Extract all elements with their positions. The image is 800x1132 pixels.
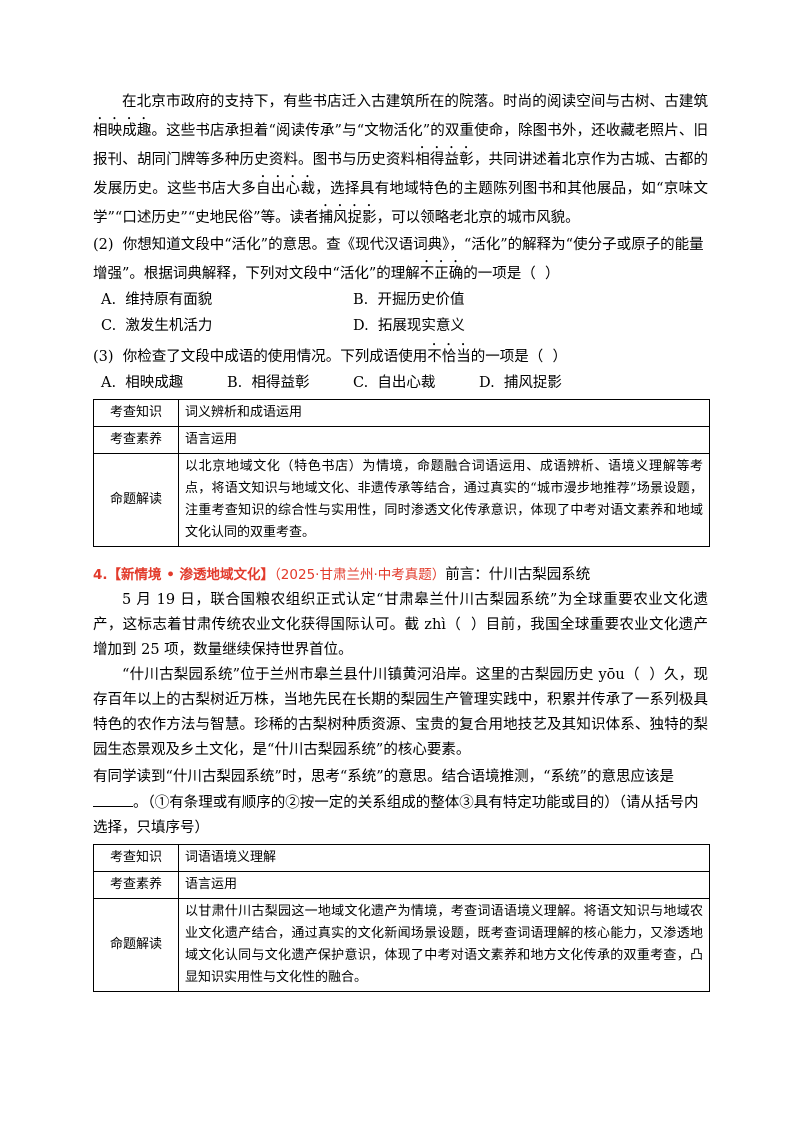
question-text: 的一项是（ ） (463, 266, 560, 282)
item-4-heading: 4.【新情境 • 渗透地域文化】（2025·甘肃兰州·中考真题）前言：什川古梨园… (93, 563, 708, 588)
item-4-question: 有同学读到“什川古梨园系统”时，思考“系统”的意思。结合语境推测，“系统”的意思… (93, 765, 708, 841)
passage-text: 在北京市政府的支持下，有些书店迁入古建筑所在的院落。时尚的阅读空间与古树、古建筑 (122, 94, 708, 110)
page-content: 在北京市政府的支持下，有些书店迁入古建筑所在的院落。时尚的阅读空间与古树、古建筑… (93, 90, 710, 992)
question-2-options: A. 维持原有面貌 B. 开掘历史价值 (93, 287, 708, 313)
item-4-paragraph-1: 5 月 19 日，联合国粮农组织正式认定“甘肃皋兰什川古梨园系统”为全球重要农业… (93, 592, 708, 658)
emphasis-text: 不正确 (419, 266, 464, 282)
question-text: 有同学读到“什川古梨园系统”时，思考“系统”的意思。结合语境推测，“系统”的意思… (93, 769, 674, 785)
question-text: 。（①有条理或有顺序的②按一定的关系组成的整体③具有特定功能或目的）（请从括号内… (93, 795, 699, 836)
table-value: 词义辨析和成语运用 (178, 399, 710, 427)
option-d[interactable]: D. 捕风捉影 (479, 375, 562, 391)
option-c[interactable]: C. 自出心裁 (353, 375, 436, 391)
option-b[interactable]: B. 相得益彰 (227, 375, 310, 391)
option-a[interactable]: A. 维持原有面貌 (101, 292, 213, 308)
question-text: (3) 你检查了文段中成语的使用情况。下列成语使用 (93, 349, 428, 365)
table-value: 词语语境义理解 (178, 844, 710, 872)
option-a[interactable]: A. 相映成趣 (101, 375, 184, 391)
passage-paragraph: 在北京市政府的支持下，有些书店迁入古建筑所在的院落。时尚的阅读空间与古树、古建筑… (93, 90, 708, 231)
option-b[interactable]: B. 开掘历史价值 (353, 292, 465, 308)
emphasis-text: 不恰当 (427, 349, 471, 365)
passage-text: ，共同讲述着北京作为古城、古都的发展历史。这些书店大多 (93, 152, 709, 197)
passage-text: 。这些书店承担着“阅读传承”与“文物活化”的双重使命，除图书外，还收藏老照片、旧… (93, 123, 708, 168)
table-key: 考查知识 (93, 399, 179, 427)
question-3-stem: (3) 你检查了文段中成语的使用情况。下列成语使用不恰当的一项是（ ） (93, 341, 708, 370)
passage-text: ，选择具有地域特色的主题陈列图书和其他展品，如“京味文学”“口述历史”“史地民俗… (93, 181, 709, 226)
table-key: 命题解读 (93, 453, 179, 547)
table-row: 命题解读 以北京地域文化（特色书店）为情境，命题融合词语运用、成语辨析、语境义理… (93, 453, 710, 547)
table-value: 以北京地域文化（特色书店）为情境，命题融合词语运用、成语辨析、语境义理解等考点，… (178, 453, 710, 547)
answer-blank[interactable] (93, 790, 133, 807)
table-row: 命题解读 以甘肃什川古梨园这一地域文化遗产为情境，考查词语语境义理解。将语文知识… (93, 898, 710, 992)
item-title: 前言：什川古梨园系统 (445, 567, 591, 583)
option-d[interactable]: D. 拓展现实意义 (353, 318, 465, 334)
table-value: 语言运用 (178, 871, 710, 899)
item-number: 4. (93, 567, 108, 583)
idiom-emphasis: 相得益彰 (415, 152, 474, 168)
table-value: 以甘肃什川古梨园这一地域文化遗产为情境，考查词语语境义理解。将语文知识与地域农业… (178, 898, 710, 992)
table-row: 考查知识 词义辨析和成语运用 (93, 399, 710, 427)
idiom-emphasis: 捕风捉影 (318, 210, 377, 226)
question-3-options: A. 相映成趣 B. 相得益彰 C. 自出心裁 D. 捕风捉影 (93, 370, 708, 396)
table-row: 考查知识 词语语境义理解 (93, 844, 710, 872)
item-source: （2025·甘肃兰州·中考真题） (274, 567, 446, 583)
analysis-table-2: 考查知识 词语语境义理解 考查素养 语言运用 命题解读 以甘肃什川古梨园这一地域… (93, 844, 710, 992)
item-tag: 【新情境 • 渗透地域文化】 (107, 567, 275, 583)
table-row: 考查素养 语言运用 (93, 426, 710, 454)
table-key: 考查素养 (93, 426, 179, 454)
table-key: 命题解读 (93, 898, 179, 992)
table-key: 考查素养 (93, 871, 179, 899)
option-c[interactable]: C. 激发生机活力 (101, 318, 213, 334)
table-value: 语言运用 (178, 426, 710, 454)
question-text: 的一项是（ ） (470, 349, 567, 365)
analysis-table-1: 考查知识 词义辨析和成语运用 考查素养 语言运用 命题解读 以北京地域文化（特色… (93, 399, 710, 547)
question-2-options-row2: C. 激发生机活力 D. 拓展现实意义 (93, 313, 708, 339)
idiom-emphasis: 自出心裁 (256, 181, 316, 197)
table-row: 考查素养 语言运用 (93, 871, 710, 899)
table-key: 考查知识 (93, 844, 179, 872)
question-text: (2) 你想知道文段中“活化”的意思。查《现代汉语词典》，“活化”的解释为“使分… (93, 237, 704, 282)
passage-text: ，可以领略老北京的城市风貌。 (376, 210, 580, 226)
item-4-paragraph-2: “什川古梨园系统”位于兰州市皋兰县什川镇黄河沿岸。这里的古梨园历史 yōu（ ）… (93, 667, 708, 758)
idiom-emphasis: 相映成趣 (93, 123, 152, 139)
question-2-stem: (2) 你想知道文段中“活化”的意思。查《现代汉语词典》，“活化”的解释为“使分… (93, 233, 708, 287)
